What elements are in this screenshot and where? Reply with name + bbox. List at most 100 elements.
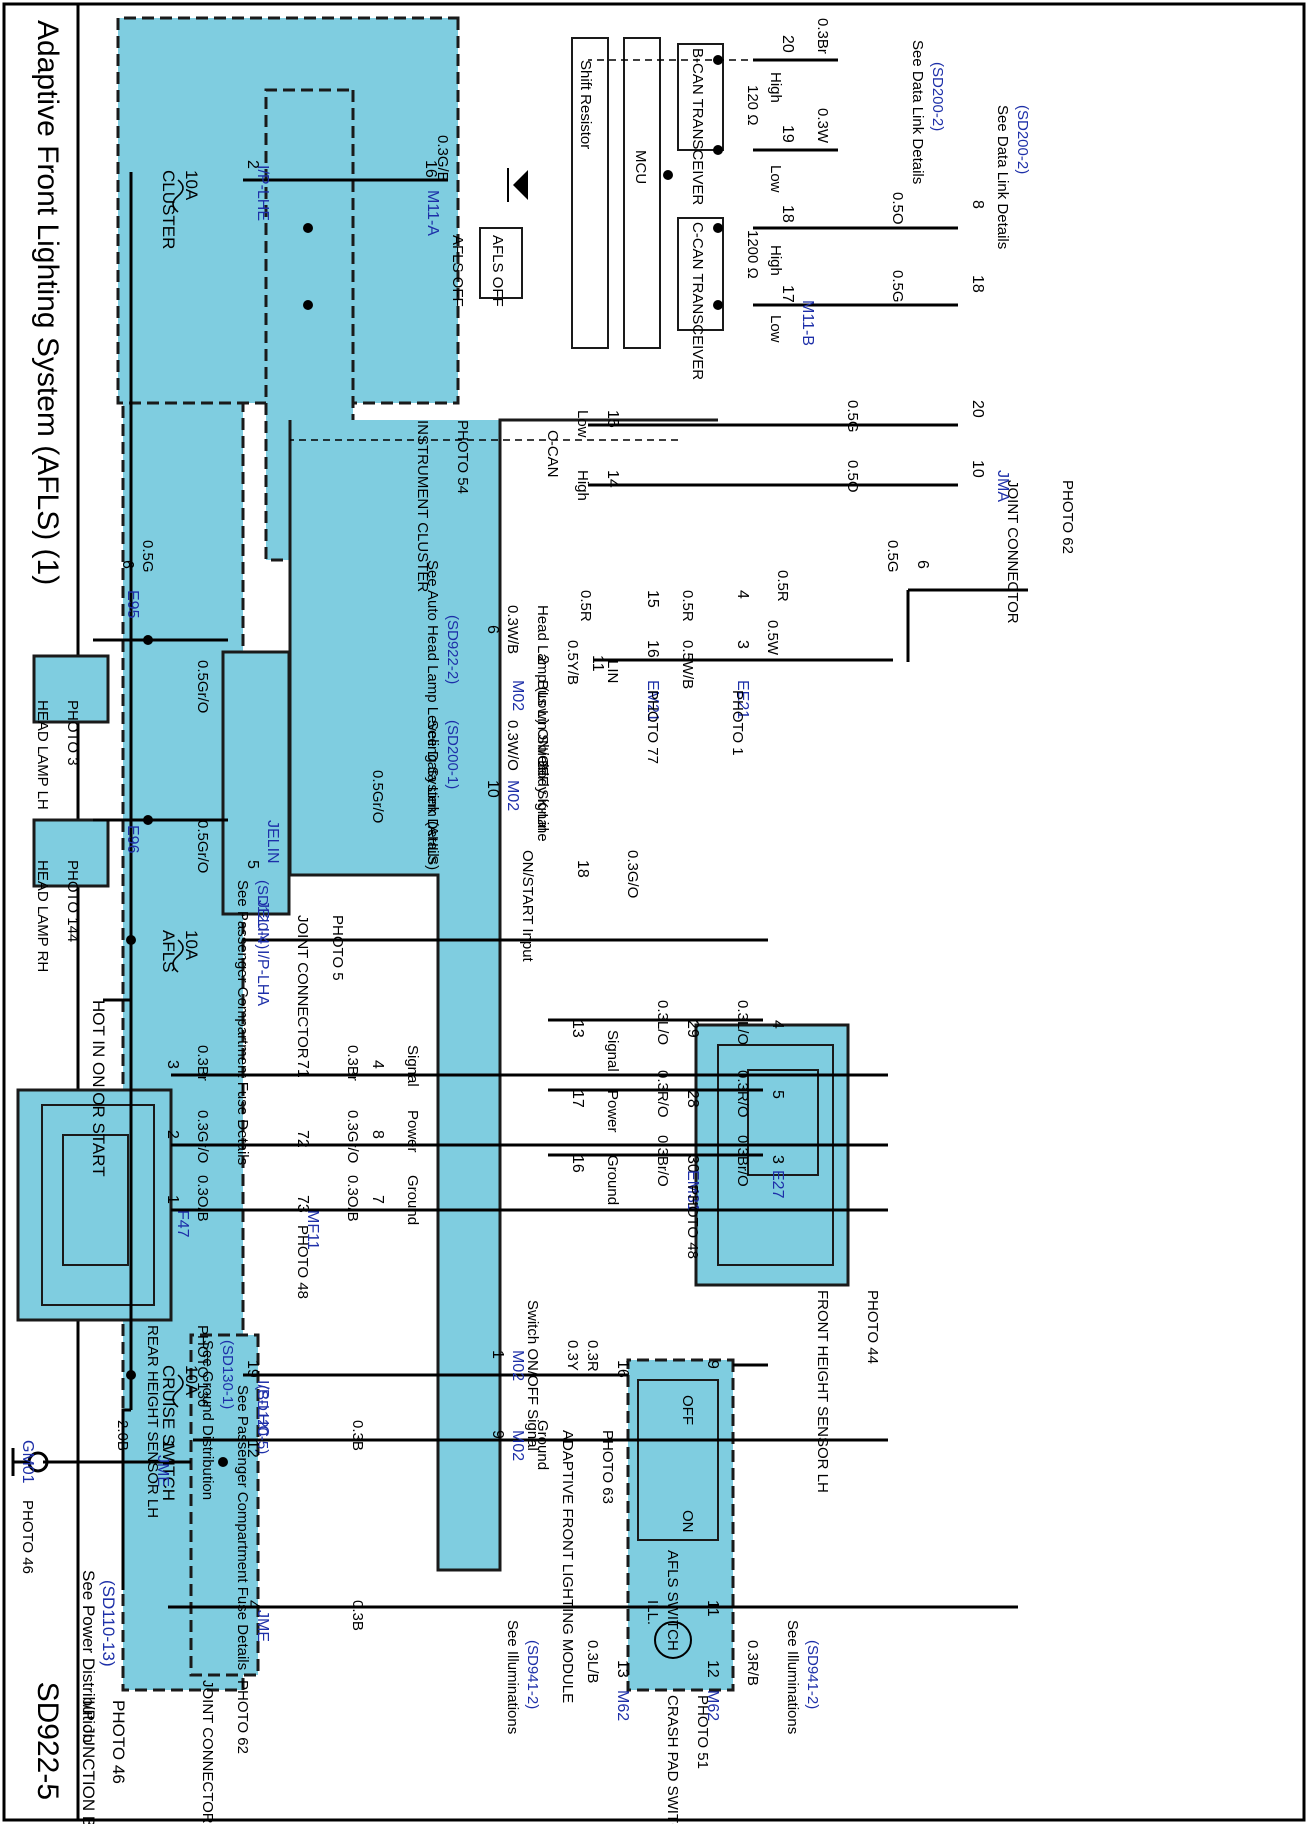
- diagram-label: MCU: [632, 150, 649, 184]
- diagram-label: 1200 Ω: [744, 230, 761, 279]
- diagram-label: 1: [159, 1440, 176, 1449]
- diagram-label: E95: [124, 590, 141, 619]
- diagram-label: 5: [769, 1090, 786, 1099]
- diagram-label: 0.3L/B: [584, 1640, 601, 1683]
- diagram-label: 3: [734, 640, 751, 649]
- diagram-label: PHOTO 63: [599, 1430, 616, 1504]
- diagram-label: ON/START Input: [519, 850, 536, 963]
- diagram-label: 11: [704, 1600, 721, 1617]
- diagram-label: Low: [767, 315, 784, 343]
- diagram-label: JELIN: [254, 900, 271, 944]
- diagram-label: See Ground Distribution: [199, 1340, 216, 1500]
- diagram-label: F47: [174, 1210, 191, 1238]
- diagram-label: 16: [644, 640, 661, 658]
- diagram-label: C-CAN: [544, 430, 561, 478]
- diagram-label: 17: [779, 285, 796, 303]
- diagram-label: 9: [704, 1360, 721, 1369]
- diagram-label: 19: [779, 125, 796, 143]
- diagram-label: 0.3Br/O: [734, 1135, 751, 1187]
- diagram-label: M11-B: [799, 300, 816, 346]
- diagram-label: PHOTO 5: [329, 915, 346, 981]
- diagram-label: 30: [684, 1155, 701, 1173]
- diagram-label: Signal: [404, 1045, 421, 1087]
- diagram-label: (SD200-1): [444, 720, 461, 789]
- illumination-lamp-icon: [654, 1621, 692, 1659]
- diagram-label: Signal: [604, 1030, 621, 1072]
- diagram-label: PHOTO 62: [1059, 480, 1076, 554]
- diagram-label: M02: [504, 780, 521, 811]
- diagram-label: PHOTO 48: [684, 1185, 701, 1259]
- diagram-label: 0.5G: [889, 270, 906, 303]
- diagram-label: 10A: [182, 930, 201, 961]
- diagram-label: 72: [294, 1130, 311, 1148]
- diagram-label: 0.5G: [844, 400, 861, 433]
- diagram-label: See Auto Head Lamp Leveling System (AHLS…: [424, 560, 441, 870]
- diagram-label: (SD120-4): [254, 880, 271, 949]
- diagram-label: 12: [244, 1440, 261, 1458]
- diagram-label: 2: [244, 160, 261, 169]
- diagram-label: See Data Link Details: [909, 40, 926, 184]
- diagram-label: 16: [614, 1360, 631, 1378]
- diagram-label: 13: [614, 1660, 631, 1678]
- diagram-label: PHOTO 46: [19, 1500, 36, 1574]
- joint-connector-jme: [189, 1333, 260, 1677]
- diagram-label: (SD200-2): [1014, 105, 1031, 174]
- diagram-label: See Illuminations: [784, 1620, 801, 1734]
- diagram-label: 8: [369, 1130, 386, 1139]
- diagram-label: EM31: [684, 1170, 701, 1212]
- diagram-label: JOINT CONNECTOR: [199, 1680, 216, 1824]
- c-can-transceiver: [677, 217, 724, 331]
- diagram-label: 0.5G: [884, 540, 901, 573]
- diagram-label: PHOTO 62: [234, 1680, 251, 1754]
- diagram-label: PHOTO 46: [109, 1700, 128, 1784]
- diagram-label: I/P-LHA: [254, 950, 271, 1006]
- diagram-label: 15: [644, 590, 661, 608]
- diagram-label: E96: [124, 825, 141, 854]
- diagram-label: 1: [489, 1350, 506, 1359]
- diagram-label: 18: [969, 275, 986, 293]
- diagram-label: AFLS OFF: [449, 235, 466, 307]
- page-code: SD922-5: [31, 1682, 64, 1800]
- diagram-label: JOINT CONNECTOR: [294, 915, 311, 1059]
- diagram-label: 6: [119, 560, 136, 569]
- diagram-label: 10A: [182, 1365, 201, 1396]
- diagram-label: 10: [969, 460, 986, 478]
- diagram-label: 2: [164, 1130, 181, 1139]
- junction-dot: [303, 300, 313, 310]
- diagram-label: 0.3O/B: [344, 1175, 361, 1222]
- diagram-label: HOT IN ON OR START: [89, 1000, 108, 1177]
- diagram-label: AFLS OFF: [489, 235, 506, 307]
- diagram-label: 0.3Br/O: [654, 1135, 671, 1187]
- diagram-label: 0.3B: [349, 1600, 366, 1631]
- diagram-label: 0.3R/B: [744, 1640, 761, 1686]
- diagram-label: 0.3Gr/O: [344, 1110, 361, 1163]
- diagram-label: (SD922-2): [444, 615, 461, 684]
- diagram-label: 0.5Gr/O: [194, 820, 211, 873]
- diagram-label: 0.3R/O: [654, 1070, 671, 1118]
- junction-dot: [126, 1370, 136, 1380]
- diagram-label: 0.5W/B: [679, 640, 696, 689]
- diagram-label: M11-A: [424, 190, 441, 236]
- diagram-label: 0.5Gr/O: [369, 770, 386, 823]
- diagram-label: 4: [769, 1020, 786, 1029]
- diagram-label: See Illuminations: [504, 1620, 521, 1734]
- diagram-label: M02: [509, 1430, 526, 1461]
- diagram-label: 0.3Y: [564, 1340, 581, 1371]
- diagram-label: 11: [589, 655, 606, 672]
- afls-off-lamp-box: [479, 227, 523, 299]
- diagram-label: PHOTO 77: [644, 690, 661, 764]
- junction-dot: [218, 1457, 228, 1467]
- junction-dot: [713, 223, 723, 233]
- diagram-label: M62: [614, 1690, 631, 1721]
- diagram-label: 0.3Br: [814, 18, 831, 54]
- diagram-label: 0.5R: [577, 590, 594, 622]
- diagram-label: See Passenger Compartment Fuse Details: [234, 1385, 251, 1670]
- diagram-label: 10: [484, 780, 501, 798]
- diagram-label: (SD941-2): [524, 1640, 541, 1709]
- diagram-label: 120 Ω: [744, 85, 761, 125]
- diagram-label: Shift Resistor: [577, 60, 594, 149]
- diagram-label: Ground: [534, 1420, 551, 1470]
- diagram-label: 18: [574, 860, 591, 878]
